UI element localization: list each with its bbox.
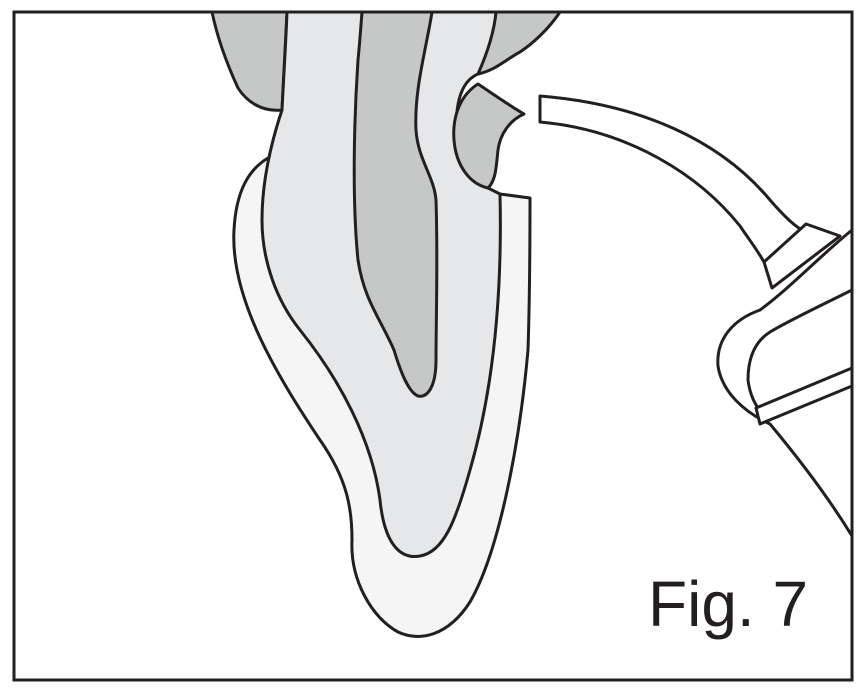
scaler-tip [540,96,806,262]
gingiva-left [212,12,287,110]
calculus-deposit [454,84,524,188]
figure-caption: Fig. 7 [648,568,808,640]
